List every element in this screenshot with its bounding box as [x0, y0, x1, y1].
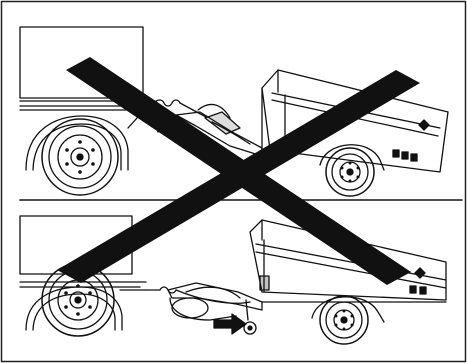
- bottom-trailer: [168, 220, 446, 334]
- bottom-trailer-wheel: [320, 296, 368, 344]
- x-mark-icon: [57, 57, 420, 285]
- top-trailer-wheel: [326, 148, 374, 196]
- top-vehicle-wheel: [42, 119, 118, 195]
- bottom-coupling-cable: [146, 287, 250, 303]
